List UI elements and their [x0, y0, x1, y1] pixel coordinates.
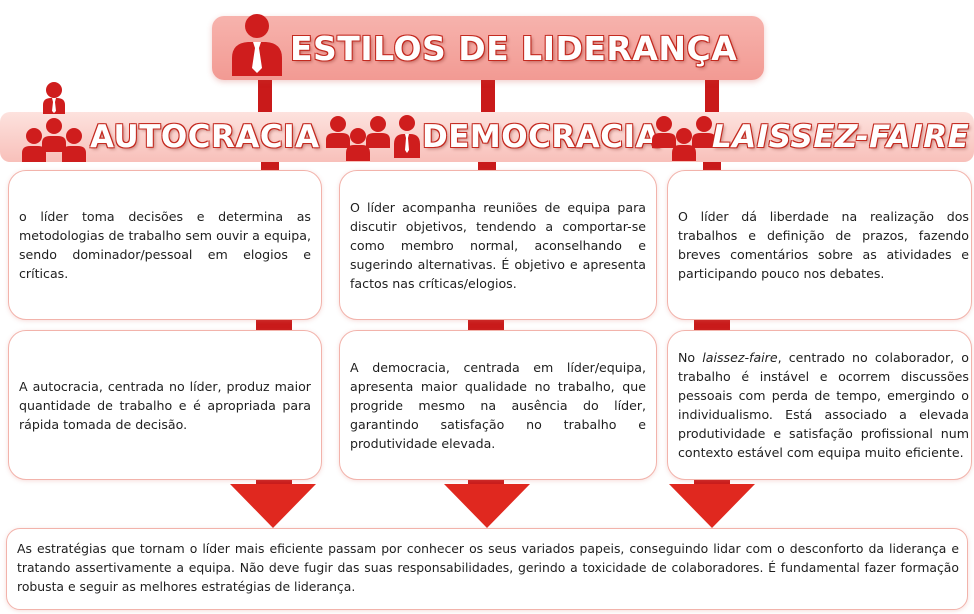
- category-laissez-faire: LAISSEZ-FAIRE: [712, 119, 970, 155]
- autocracia-description: o líder toma decisões e determina as met…: [19, 209, 311, 281]
- democracia-description-box: O líder acompanha reuniões de equipa par…: [339, 170, 657, 320]
- connector-line: [468, 477, 504, 487]
- leader-group-icon: [22, 82, 86, 162]
- connector-line: [481, 78, 495, 114]
- page-title: ESTILOS DE LIDERANÇA: [290, 29, 738, 68]
- autocracia-outcome-box: A autocracia, centrada no líder, produz …: [8, 330, 322, 480]
- laissez-faire-description-box: O líder dá liberdade na realização dos t…: [667, 170, 972, 320]
- team-group-icon: [326, 116, 390, 161]
- category-democracia: DEMOCRACIA: [422, 119, 660, 155]
- connector-line: [261, 160, 279, 172]
- connector-line: [256, 318, 292, 330]
- leader-icon: [394, 115, 420, 158]
- connector-line: [256, 477, 292, 487]
- laissez-faire-outcome-box: No laissez-faire, centrado no colaborado…: [667, 330, 972, 480]
- autocracia-outcome: A autocracia, centrada no líder, produz …: [19, 378, 311, 432]
- connector-line: [478, 160, 496, 172]
- laissez-faire-outcome-prefix: No: [678, 350, 703, 365]
- connector-line: [703, 160, 721, 172]
- down-arrow-icon: [230, 484, 316, 528]
- democracia-outcome: A democracia, centrada em líder/equipa, …: [350, 359, 646, 451]
- laissez-faire-term: laissez-faire: [702, 350, 778, 365]
- team-group-icon: [652, 116, 716, 161]
- connector-line: [258, 78, 272, 114]
- strategies-summary: As estratégias que tornam o líder mais e…: [17, 541, 959, 594]
- democracia-outcome-box: A democracia, centrada em líder/equipa, …: [339, 330, 657, 480]
- down-arrow-icon: [669, 484, 755, 528]
- laissez-faire-description: O líder dá liberdade na realização dos t…: [678, 209, 969, 281]
- autocracia-description-box: o líder toma decisões e determina as met…: [8, 170, 322, 320]
- laissez-faire-outcome-rest: , centrado no colaborador, o trabalho é …: [678, 350, 969, 460]
- connector-line: [705, 78, 719, 114]
- category-autocracia: AUTOCRACIA: [90, 119, 320, 155]
- laissez-faire-outcome: No laissez-faire, centrado no colaborado…: [678, 348, 969, 462]
- connector-line: [468, 318, 504, 330]
- strategies-summary-box: As estratégias que tornam o líder mais e…: [6, 528, 968, 610]
- connector-line: [694, 477, 730, 487]
- title-banner: [212, 16, 764, 80]
- democracia-description: O líder acompanha reuniões de equipa par…: [350, 199, 646, 291]
- leader-icon: [232, 14, 282, 76]
- category-band: [0, 112, 974, 162]
- connector-line: [694, 318, 730, 330]
- down-arrow-icon: [444, 484, 530, 528]
